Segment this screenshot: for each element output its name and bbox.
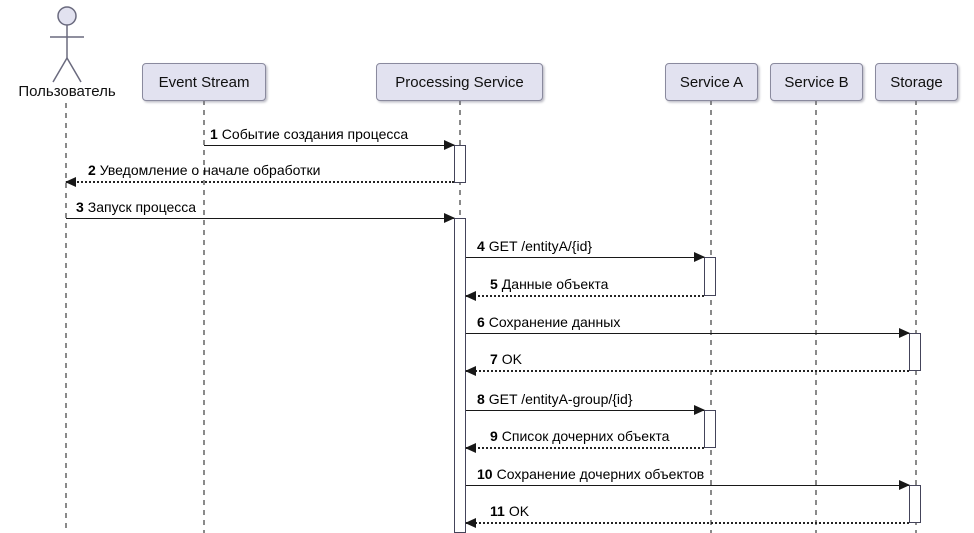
activation-service-a-1 [704, 257, 716, 296]
arrowhead-icon [694, 405, 705, 415]
message-number: 1 [210, 126, 218, 142]
message-text: Список дочерних объекта [501, 428, 670, 444]
activation-service-a-2 [704, 410, 716, 448]
message-number: 3 [76, 199, 84, 215]
arrowhead-icon [899, 328, 910, 338]
message-text: Сохранение данных [488, 314, 621, 330]
participant-label: Service B [784, 73, 849, 91]
message-text: Запуск процесса [87, 199, 197, 215]
message-number: 9 [490, 428, 498, 444]
message-text: OK [508, 503, 530, 519]
participant-box-event-stream: Event Stream [142, 63, 266, 101]
arrowhead-icon [444, 213, 455, 223]
arrowhead-icon [694, 252, 705, 262]
message-number: 11 [490, 503, 505, 519]
message-number: 4 [477, 238, 485, 254]
message-text: GET /entityA/{id} [488, 238, 593, 254]
message-text: Данные объекта [501, 276, 609, 292]
actor-label: Пользователь [18, 83, 116, 100]
arrowhead-icon [444, 140, 455, 150]
message-arrow-8 [466, 405, 705, 415]
message-text: GET /entityA-group/{id} [488, 391, 633, 407]
message-arrow-2 [65, 177, 454, 187]
participant-label: Processing Service [395, 73, 524, 91]
arrowhead-icon [465, 518, 476, 528]
message-arrow-7 [465, 366, 909, 376]
activation-storage-2 [909, 485, 921, 523]
message-text: Уведомление о начале обработки [99, 162, 321, 178]
arrowhead-icon [65, 177, 76, 187]
message-arrow-10 [466, 480, 910, 490]
message-text: OK [501, 351, 523, 367]
lifeline-service-a [710, 100, 712, 533]
activation-storage-1 [909, 333, 921, 371]
message-arrow-11 [465, 518, 909, 528]
arrowhead-icon [465, 291, 476, 301]
arrowhead-icon [465, 366, 476, 376]
message-arrow-4 [466, 252, 705, 262]
participant-label: Storage [890, 73, 943, 91]
lifeline-service-b [815, 100, 817, 533]
message-arrow-3 [66, 213, 455, 223]
message-arrow-1 [204, 140, 455, 150]
lifeline-event-stream [203, 100, 205, 533]
participant-box-service-b: Service B [770, 63, 863, 101]
message-arrow-9 [465, 443, 704, 453]
arrowhead-icon [465, 443, 476, 453]
lifeline-storage [915, 100, 917, 533]
lifeline-user [65, 103, 67, 533]
message-number: 7 [490, 351, 498, 367]
message-arrow-6 [466, 328, 910, 338]
message-text: Сохранение дочерних объектов [496, 466, 705, 482]
activation-processing-1 [454, 145, 466, 183]
arrowhead-icon [899, 480, 910, 490]
message-number: 8 [477, 391, 485, 407]
participant-label: Event Stream [158, 73, 250, 91]
message-number: 2 [88, 162, 96, 178]
participant-label: Service A [679, 73, 744, 91]
actor-icon [50, 6, 84, 83]
message-number: 6 [477, 314, 485, 330]
participant-box-service-a: Service A [665, 63, 758, 101]
message-number: 5 [490, 276, 498, 292]
message-text: Событие создания процесса [221, 126, 409, 142]
message-arrow-5 [465, 291, 704, 301]
message-number: 10 [477, 466, 493, 482]
participant-box-processing-service: Processing Service [376, 63, 543, 101]
participant-box-storage: Storage [875, 63, 958, 101]
